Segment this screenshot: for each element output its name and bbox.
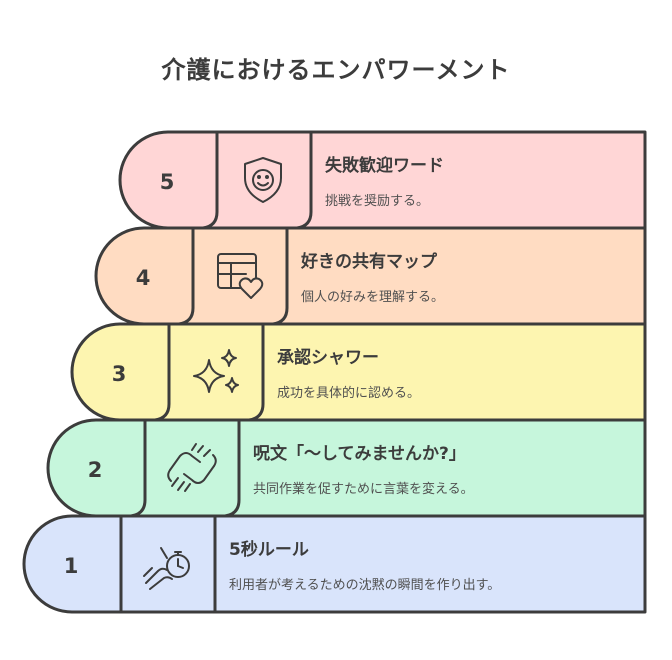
step-1-divider xyxy=(119,514,217,614)
step-2-description: 共同作業を促すために言葉を変える。 xyxy=(253,482,474,497)
step-4-description: 個人の好みを理解する。 xyxy=(301,290,445,305)
step-2: 2 xyxy=(46,418,647,518)
step-1-number: 1 xyxy=(64,554,79,578)
step-3-title: 承認シャワー xyxy=(277,348,379,368)
step-5-number: 5 xyxy=(160,170,175,194)
table-heart-icon xyxy=(217,253,264,299)
step-1-title: 5秒ルール xyxy=(229,540,309,560)
step-4-title: 好きの共有マップ xyxy=(301,252,437,272)
step-5-title: 失敗歓迎ワード xyxy=(325,156,444,176)
step-4: 4 xyxy=(94,226,647,326)
step-1: 1 xyxy=(22,514,647,614)
step-4-band xyxy=(94,226,647,326)
step-2-band xyxy=(46,418,647,518)
step-1-band xyxy=(22,514,647,614)
step-3-band xyxy=(70,322,647,422)
step-2-number: 2 xyxy=(88,458,103,482)
step-4-number: 4 xyxy=(136,266,151,290)
sparkles-icon xyxy=(193,349,239,393)
smile-shield-icon xyxy=(244,157,282,203)
step-2-title: 呪文「〜してみませんか?」 xyxy=(253,444,466,464)
step-5: 5 xyxy=(118,130,647,230)
page-title: 介護におけるエンパワーメント xyxy=(161,56,511,84)
step-5-band xyxy=(118,130,647,230)
handshake-icon xyxy=(167,443,217,492)
step-1-description: 利用者が考えるための沈黙の瞬間を作り出す。 xyxy=(229,578,501,593)
step-3-description: 成功を具体的に認める。 xyxy=(277,386,421,401)
step-5-description: 挑戦を奨励する。 xyxy=(325,194,430,209)
stopwatch-hand-icon xyxy=(143,547,190,590)
step-3: 3 xyxy=(70,322,647,422)
step-3-number: 3 xyxy=(112,362,127,386)
